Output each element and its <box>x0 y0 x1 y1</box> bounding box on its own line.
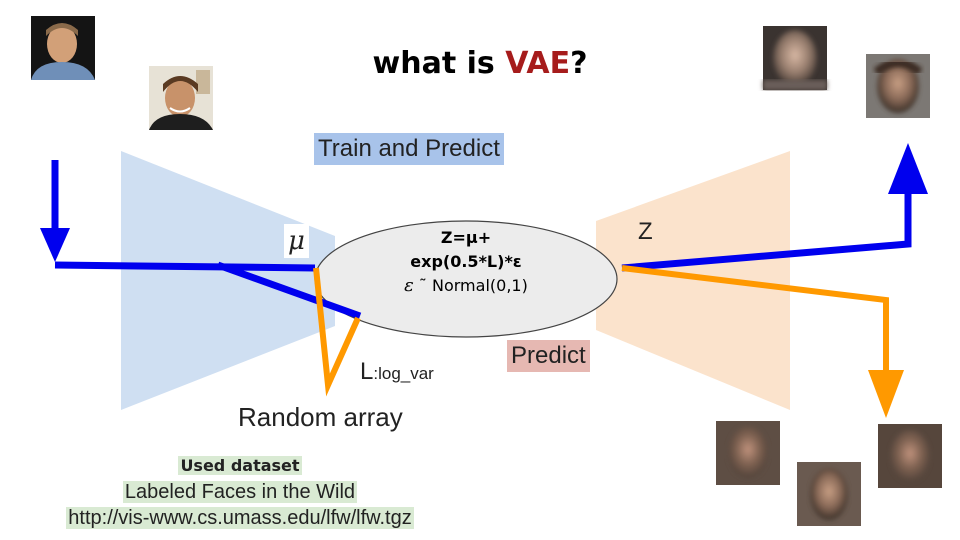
log-var-label: L:log_var <box>360 358 434 386</box>
predict-output-path <box>621 265 889 376</box>
decoder-shape <box>596 151 790 410</box>
mu-path <box>54 261 316 272</box>
dataset-name: Labeled Faces in the Wild <box>122 481 358 503</box>
title-suffix: ? <box>570 46 588 81</box>
log-var-main: L <box>360 358 374 385</box>
decoder-output-path <box>621 190 912 272</box>
random-array-path <box>313 267 361 397</box>
input-face-photo-1 <box>31 16 95 80</box>
log-var-sub: :log_var <box>373 364 434 383</box>
decoder-output-arrowhead <box>888 143 928 194</box>
predict-label: Predict <box>507 340 590 372</box>
generated-face-2 <box>797 462 861 526</box>
dataset-info: Used dataset Labeled Faces in the Wild h… <box>40 452 440 531</box>
formula-line-3: ε ˜ Normal(0,1) <box>316 274 616 298</box>
formula-line-2: exp(0.5*L)*ε <box>410 252 522 271</box>
reconstructed-face-1 <box>763 26 827 90</box>
dataset-url: http://vis-www.cs.umass.edu/lfw/lfw.tgz <box>66 507 414 529</box>
encoder-shape <box>121 151 335 410</box>
title-accent: VAE <box>505 46 571 81</box>
epsilon-symbol: ε <box>404 275 414 296</box>
train-and-predict-label: Train and Predict <box>314 133 504 165</box>
formula-line-1: Z=μ+ <box>440 228 492 247</box>
page-title: what is VAE? <box>0 46 960 81</box>
generated-face-3 <box>878 424 942 488</box>
reconstructed-face-2 <box>866 54 930 118</box>
logvar-path <box>216 261 362 320</box>
title-prefix: what is <box>372 46 506 81</box>
encoder-input-arrowhead <box>40 228 70 262</box>
mu-label: μ <box>284 224 309 258</box>
random-array-label: Random array <box>238 402 403 432</box>
z-label: Z <box>638 218 653 245</box>
dataset-heading: Used dataset <box>178 456 302 475</box>
predict-output-arrowhead <box>868 370 904 418</box>
generated-face-1 <box>716 421 780 485</box>
latent-formula: Z=μ+ exp(0.5*L)*ε ε ˜ Normal(0,1) <box>316 226 616 298</box>
normal-distribution-text: ˜ Normal(0,1) <box>413 276 528 295</box>
input-face-photo-2 <box>149 66 213 130</box>
